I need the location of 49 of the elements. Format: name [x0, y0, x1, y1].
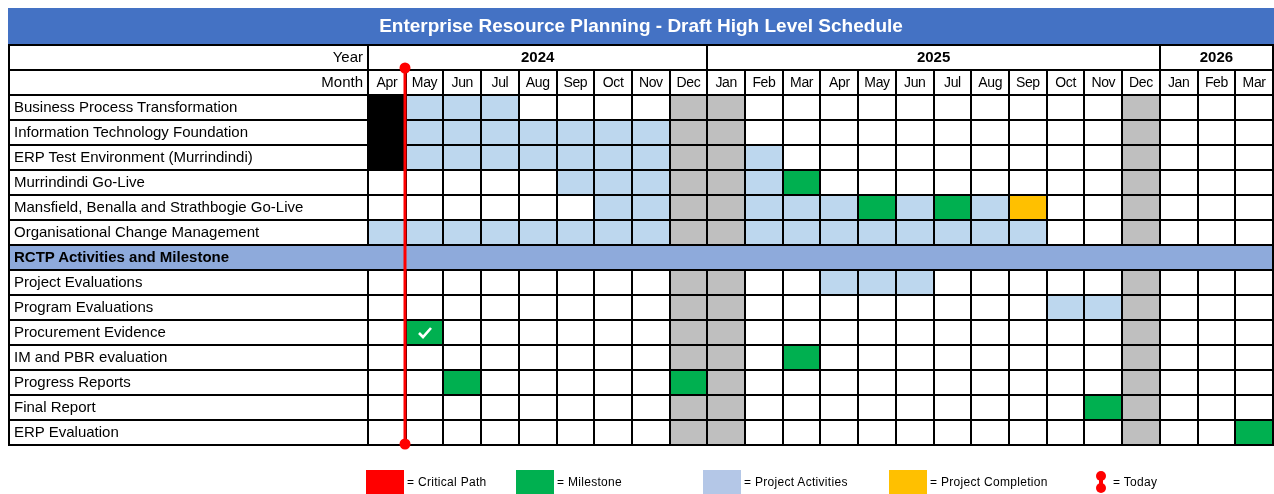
month-header: Jan — [1160, 71, 1197, 94]
month-header: Sep — [557, 71, 594, 94]
month-header: Feb — [1198, 71, 1235, 94]
month-header: Jun — [896, 71, 933, 94]
year-header: 2025 — [708, 46, 1159, 69]
row-header: Month — [10, 71, 367, 94]
month-header: Jun — [444, 71, 481, 94]
legend-label: = Critical Path — [407, 474, 487, 491]
task-label: Information Technology Foundation — [10, 121, 367, 144]
month-header: Jan — [708, 71, 745, 94]
year-header: 2024 — [369, 46, 707, 69]
month-header: Jul — [482, 71, 518, 94]
task-label: Murrindindi Go-Live — [10, 171, 367, 194]
month-header: Dec — [1123, 71, 1159, 94]
task-label: IM and PBR evaluation — [10, 346, 367, 369]
legend-label: = Project Activities — [744, 474, 848, 491]
legend-label: = Milestone — [557, 474, 622, 491]
legend-label: = Today — [1113, 474, 1158, 491]
month-header: Apr — [369, 71, 405, 94]
task-label: Mansfield, Benalla and Strathbogie Go-Live — [10, 196, 367, 219]
task-label: ERP Evaluation — [10, 421, 367, 444]
month-header: Dec — [670, 71, 707, 94]
month-header: Nov — [632, 71, 669, 94]
month-header: May — [406, 71, 443, 94]
task-label: Procurement Evidence — [10, 321, 367, 344]
month-header: Mar — [783, 71, 820, 94]
month-header: Oct — [1047, 71, 1084, 94]
month-header: Aug — [519, 71, 556, 94]
section-band: RCTP Activities and Milestone — [10, 246, 1272, 269]
year-header: 2026 — [1160, 46, 1272, 69]
task-label: Progress Reports — [10, 371, 367, 394]
task-label: Program Evaluations — [10, 296, 367, 319]
row-header: Year — [10, 46, 367, 69]
month-header: May — [859, 71, 895, 94]
month-header: Nov — [1085, 71, 1122, 94]
month-header: Oct — [595, 71, 631, 94]
legend-label: = Project Completion — [930, 474, 1048, 491]
month-header: Feb — [746, 71, 782, 94]
task-label: Project Evaluations — [10, 271, 367, 294]
month-header: Mar — [1236, 71, 1272, 94]
month-header: Aug — [972, 71, 1009, 94]
task-label: Organisational Change Management — [10, 221, 367, 244]
title-bar: Enterprise Resource Planning - Draft High Level Schedule — [8, 8, 1274, 45]
month-header: Sep — [1010, 71, 1046, 94]
month-header: Apr — [821, 71, 858, 94]
month-header: Jul — [934, 71, 971, 94]
task-label: Business Process Transformation — [10, 96, 367, 119]
task-label: Final Report — [10, 396, 367, 419]
task-label: ERP Test Environment (Murrindindi) — [10, 146, 367, 169]
